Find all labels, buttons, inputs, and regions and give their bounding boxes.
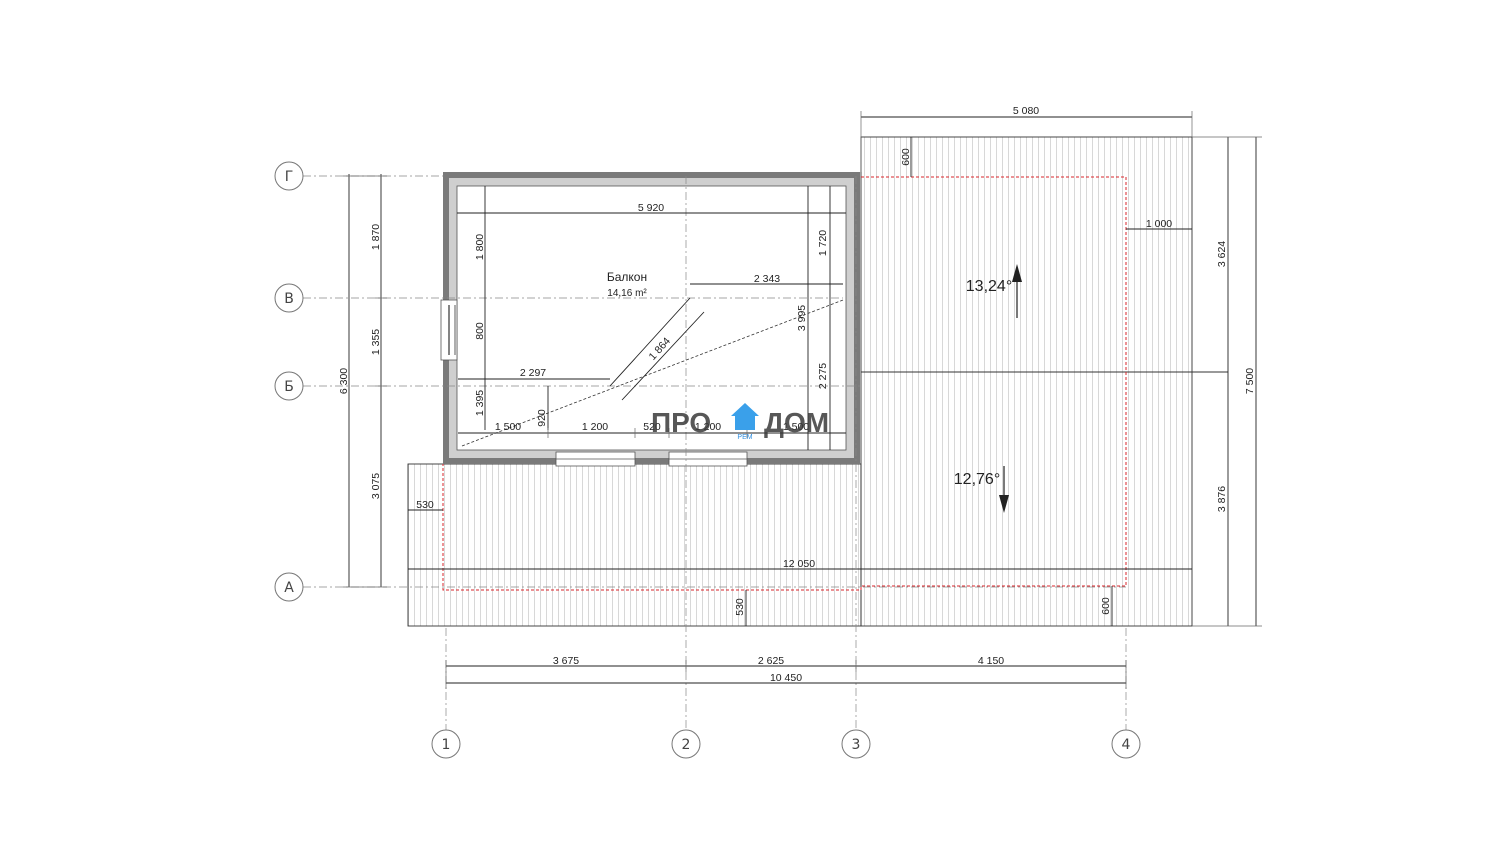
roof-right-area (860, 136, 1193, 627)
dim-deck-530-bottom: 530 (734, 598, 746, 616)
room-area: 14,16 m² (607, 288, 647, 299)
axis-label-row-v: В (284, 291, 294, 307)
dim-inner-2275: 2 275 (817, 363, 829, 389)
dim-bottom-4150: 4 150 (978, 655, 1004, 667)
logo-text-sub: РЕМ (737, 434, 752, 441)
axis-label-row-a: А (284, 580, 294, 596)
stair-diagonal (461, 299, 844, 447)
dim-deck-600-bottom: 600 (1100, 597, 1112, 615)
dim-right-7500: 7 500 (1244, 368, 1256, 394)
axis-bubble-col-2 (671, 729, 701, 759)
dim-left-6300: 6 300 (338, 368, 350, 394)
axis-label-row-g: Г (285, 169, 294, 185)
dim-left-3075: 3 075 (370, 473, 382, 499)
watermark-logo: ПРО РЕМ ДОМ (651, 403, 829, 441)
dim-deck-12050: 12 050 (783, 558, 815, 570)
red-outline (442, 176, 1127, 591)
house-icon (731, 403, 759, 430)
dim-right-1000: 1 000 (1146, 218, 1172, 230)
dims-deck: 530 12 050 530 600 (408, 499, 1192, 626)
slope-upper: 13,24° (966, 264, 1022, 318)
dim-bottom-10450: 10 450 (770, 672, 802, 684)
logo-text-left: ПРО (651, 407, 711, 438)
dim-inner-1200a: 1 200 (582, 421, 608, 433)
dim-inner-920: 920 (536, 409, 548, 427)
axis-label-col-1: 1 (442, 737, 451, 753)
axis-bubble-row-b (274, 371, 304, 401)
dim-top-600: 600 (900, 148, 912, 166)
slope-label-lower: 12,76° (954, 471, 1000, 488)
dim-top-5080: 5 080 (1013, 105, 1039, 117)
roof-surfaces (407, 136, 1228, 627)
slope-label-upper: 13,24° (966, 278, 1012, 295)
dim-inner-520: 520 (643, 421, 661, 433)
axis-bubble-col-1 (431, 729, 461, 759)
dim-left-1870: 1 870 (370, 224, 382, 250)
dim-inner-2297: 2 297 (520, 367, 546, 379)
dims-left: 6 300 1 870 1 355 3 075 (338, 174, 387, 588)
dim-left-1355: 1 355 (370, 329, 382, 355)
dim-inner-1800: 1 800 (474, 234, 486, 260)
axis-bubble-col-3 (841, 729, 871, 759)
arrow-down-icon (999, 495, 1009, 513)
axis-label-col-4: 4 (1122, 737, 1131, 753)
axis-bubble-row-g (274, 161, 304, 191)
dim-bottom-3675: 3 675 (553, 655, 579, 667)
dim-inner-1200b: 1 200 (695, 421, 721, 433)
dim-inner-3995: 3 995 (796, 305, 808, 331)
dim-inner-800: 800 (474, 322, 486, 340)
slope-lower: 12,76° (954, 466, 1009, 513)
wall-inner (456, 185, 847, 451)
balcony-walls (440, 172, 860, 467)
dims-right: 5 080 600 1 000 3 624 3 876 7 500 (860, 105, 1262, 627)
axis-bubbles: Г В Б А 1 2 3 4 (274, 161, 1141, 759)
dim-bottom-2625: 2 625 (758, 655, 784, 667)
dim-inner-5920: 5 920 (638, 202, 664, 214)
axis-bubble-row-v (274, 283, 304, 313)
dim-right-3876: 3 876 (1216, 486, 1228, 512)
dim-inner-1500b: 1 500 (783, 421, 809, 433)
deck-lower-area (407, 463, 862, 627)
axis-bubble-col-4 (1111, 729, 1141, 759)
dim-inner-2343: 2 343 (754, 273, 780, 285)
dim-deck-530-left: 530 (416, 499, 434, 511)
axis-label-row-b: Б (284, 379, 294, 395)
dim-inner-1395: 1 395 (474, 390, 486, 416)
axis-label-col-3: 3 (852, 737, 861, 753)
dim-right-3624: 3 624 (1216, 241, 1228, 267)
axis-grid (303, 175, 1127, 730)
logo-text-right: ДОМ (764, 407, 829, 438)
arrow-up-icon (1012, 264, 1022, 282)
axis-bubble-row-a (274, 572, 304, 602)
room-name: Балкон (607, 270, 647, 284)
dim-inner-1720: 1 720 (817, 230, 829, 256)
dim-inner-1500a: 1 500 (495, 421, 521, 433)
dims-bottom: 3 675 2 625 4 150 10 450 (445, 655, 1127, 689)
axis-label-col-2: 2 (682, 737, 691, 753)
